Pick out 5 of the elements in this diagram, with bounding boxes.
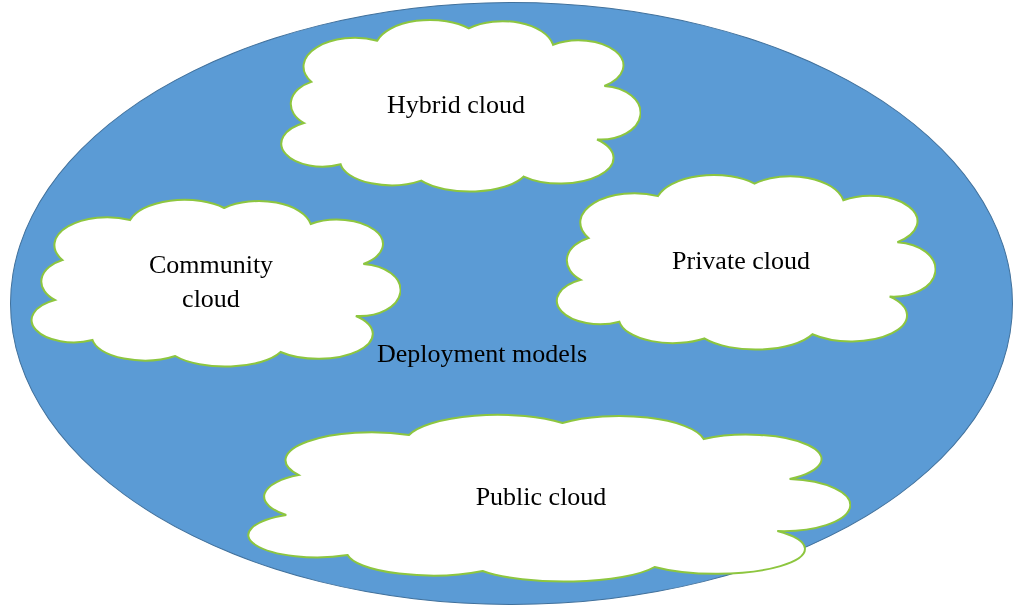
group-label: Deployment models [377, 339, 588, 369]
cloud-label: Community cloud [147, 249, 275, 315]
cloud-label: Hybrid cloud [386, 88, 526, 121]
cloud-label: Private cloud [671, 245, 811, 277]
cloud-label: Public cloud [474, 481, 608, 513]
